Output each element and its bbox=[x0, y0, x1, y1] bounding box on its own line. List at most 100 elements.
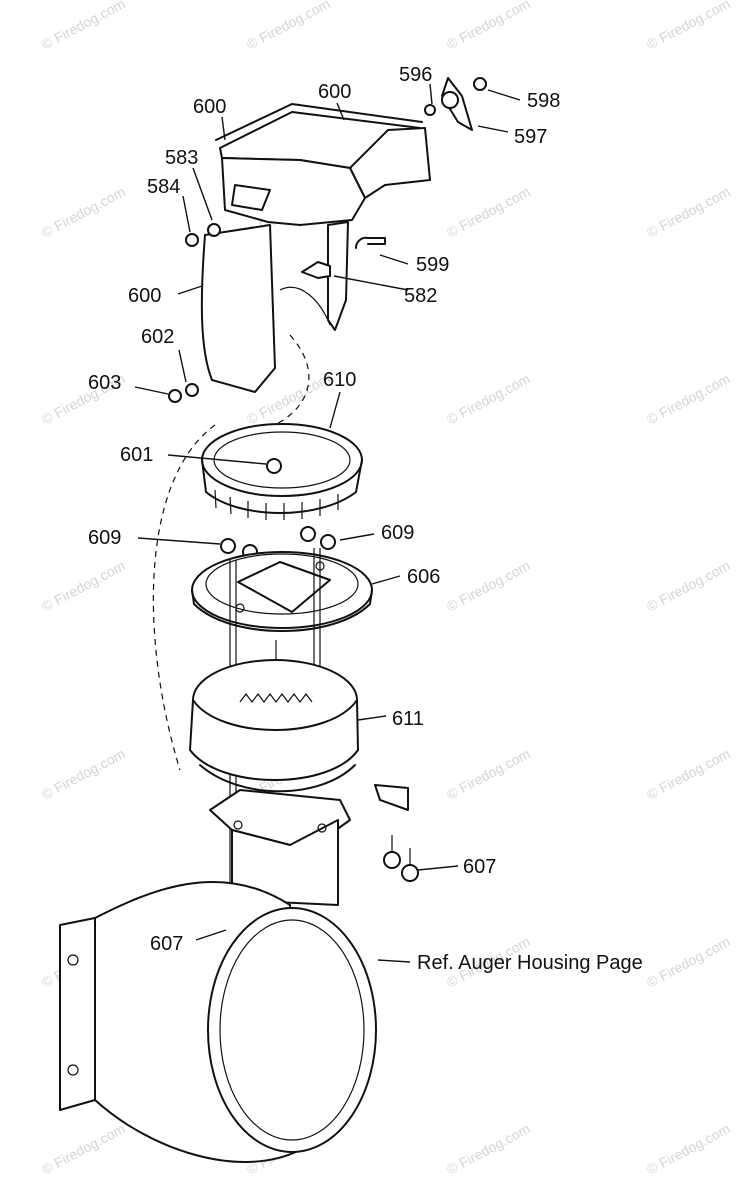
callout-598: 598 bbox=[527, 90, 560, 112]
watermark: © Firedog.com bbox=[444, 557, 533, 614]
leader-line bbox=[339, 533, 375, 541]
chute-throat-curve bbox=[279, 286, 331, 326]
leader-line bbox=[192, 167, 213, 221]
callout-607: 607 bbox=[150, 933, 183, 955]
watermark: © Firedog.com bbox=[39, 0, 128, 53]
leader-line bbox=[137, 537, 221, 545]
nut-part bbox=[320, 534, 336, 550]
neck-hole bbox=[317, 823, 327, 833]
housing-mount-hole bbox=[67, 954, 79, 966]
watermark: © Firedog.com bbox=[39, 745, 128, 802]
callout-609: 609 bbox=[381, 522, 414, 544]
callout-603: 603 bbox=[88, 372, 121, 394]
leader-line bbox=[357, 715, 387, 721]
watermark: © Firedog.com bbox=[644, 183, 733, 240]
housing-opening bbox=[207, 907, 377, 1153]
chute-left-bracket bbox=[231, 184, 271, 211]
washer-part bbox=[207, 223, 221, 237]
nuts-609 bbox=[220, 526, 336, 560]
callout-597: 597 bbox=[514, 126, 547, 148]
watermark: © Firedog.com bbox=[644, 0, 733, 53]
bolt-607-shank bbox=[391, 835, 411, 865]
plate-606-inner bbox=[205, 553, 359, 615]
leader-line bbox=[336, 102, 345, 121]
washer-part bbox=[424, 104, 436, 116]
leader-line bbox=[377, 959, 411, 963]
ring-gear-611-band bbox=[189, 699, 359, 781]
ring-610-inner bbox=[213, 431, 351, 489]
ring-gear-611-teeth bbox=[239, 693, 313, 703]
housing-mount-hole bbox=[67, 1064, 79, 1076]
neck-hole bbox=[233, 820, 243, 830]
leader-line bbox=[221, 116, 226, 141]
bolt-607-head bbox=[401, 864, 419, 882]
nut-part bbox=[185, 233, 199, 247]
watermark: © Firedog.com bbox=[444, 745, 533, 802]
phantom-outline bbox=[152, 424, 216, 771]
leader-line bbox=[134, 386, 169, 395]
plate-606-window bbox=[237, 561, 331, 613]
watermark: © Firedog.com bbox=[644, 745, 733, 802]
callout-labels: 596 598 597 600 600 583 584 599 582 600 … bbox=[88, 64, 643, 974]
watermark: © Firedog.com bbox=[39, 183, 128, 240]
callout-607: 607 bbox=[463, 856, 496, 878]
watermark: © Firedog.com bbox=[644, 1120, 733, 1177]
watermark: © Firedog.com bbox=[444, 0, 533, 53]
knob-part bbox=[441, 91, 459, 109]
watermark: © Firedog.com bbox=[39, 1120, 128, 1177]
leader-line bbox=[178, 349, 187, 383]
watermark: © Firedog.com bbox=[644, 370, 733, 427]
callout-leaders bbox=[134, 83, 521, 963]
callout-600: 600 bbox=[193, 96, 226, 118]
leader-line bbox=[477, 125, 509, 133]
chute-post-right bbox=[327, 221, 349, 331]
ring-610-assembly bbox=[201, 423, 363, 520]
nut-part bbox=[473, 77, 487, 91]
ring-610-teeth bbox=[214, 489, 339, 520]
callout-600: 600 bbox=[318, 81, 351, 103]
callout-611: 611 bbox=[392, 708, 424, 730]
plate-606-assembly bbox=[191, 551, 373, 632]
leader-line bbox=[167, 454, 267, 465]
carriage-bolt bbox=[354, 236, 386, 249]
leader-line bbox=[195, 929, 227, 941]
callout-601: 601 bbox=[120, 444, 153, 466]
nut-part bbox=[300, 526, 316, 542]
auger-housing-ref bbox=[59, 881, 377, 1163]
leader-line bbox=[429, 83, 433, 105]
watermark: © Firedog.com bbox=[644, 557, 733, 614]
housing-side-plate bbox=[59, 917, 96, 1111]
watermark: © Firedog.com bbox=[444, 370, 533, 427]
callout-584: 584 bbox=[147, 176, 180, 198]
leader-line bbox=[379, 254, 409, 265]
callout-600: 600 bbox=[128, 285, 161, 307]
callout-609: 609 bbox=[88, 527, 121, 549]
bolt-607-head bbox=[383, 851, 401, 869]
leader-line bbox=[177, 285, 203, 295]
housing-opening-inner bbox=[219, 919, 365, 1141]
washer-part bbox=[185, 383, 199, 397]
bolt-601-head bbox=[266, 458, 282, 474]
leader-line bbox=[329, 391, 341, 429]
watermark: © Firedog.com bbox=[444, 1120, 533, 1177]
ring-gear-611-assembly bbox=[189, 659, 409, 811]
callout-599: 599 bbox=[416, 254, 449, 276]
handle-lever bbox=[441, 77, 473, 131]
callout-602: 602 bbox=[141, 326, 174, 348]
watermark: © Firedog.com bbox=[244, 0, 333, 53]
reference-note: Ref. Auger Housing Page bbox=[417, 952, 643, 974]
upper-chute-assembly bbox=[168, 77, 487, 403]
nut-part bbox=[168, 389, 182, 403]
chute-deflector-rim bbox=[215, 103, 423, 141]
leader-line bbox=[371, 575, 401, 585]
leader-line bbox=[182, 195, 191, 233]
ring-610-skirt bbox=[201, 459, 363, 514]
callout-596: 596 bbox=[399, 64, 432, 86]
leader-line bbox=[487, 89, 521, 101]
leader-line bbox=[417, 865, 459, 871]
callout-606: 606 bbox=[407, 566, 440, 588]
ring-gear-611-lower bbox=[199, 764, 356, 793]
watermark: © Firedog.com bbox=[644, 933, 733, 990]
